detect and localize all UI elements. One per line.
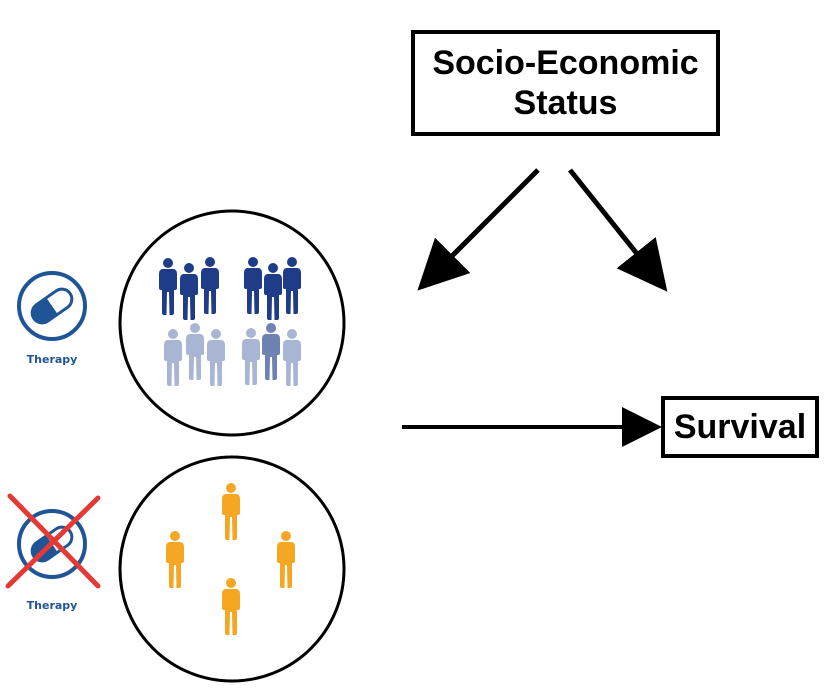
survival-node: Survival	[661, 396, 819, 458]
ses-label-line2: Status	[513, 84, 618, 122]
pill-crossed-icon	[5, 493, 101, 589]
arrow-ses-to-survival	[568, 168, 668, 292]
control-group-circle	[118, 455, 346, 683]
arrow-ses-to-treatment	[417, 168, 540, 291]
therapy-label-treated: Therapy	[27, 353, 78, 366]
survival-label: Survival	[673, 407, 807, 446]
treated-group-circle	[118, 209, 346, 437]
therapy-label-control: Therapy	[27, 599, 78, 612]
pill-icon	[17, 271, 87, 341]
socio-economic-status-node: Socio-Economic Status	[411, 30, 720, 136]
ses-label-line1: Socio-Economic	[432, 44, 699, 82]
cross-line	[5, 495, 101, 589]
